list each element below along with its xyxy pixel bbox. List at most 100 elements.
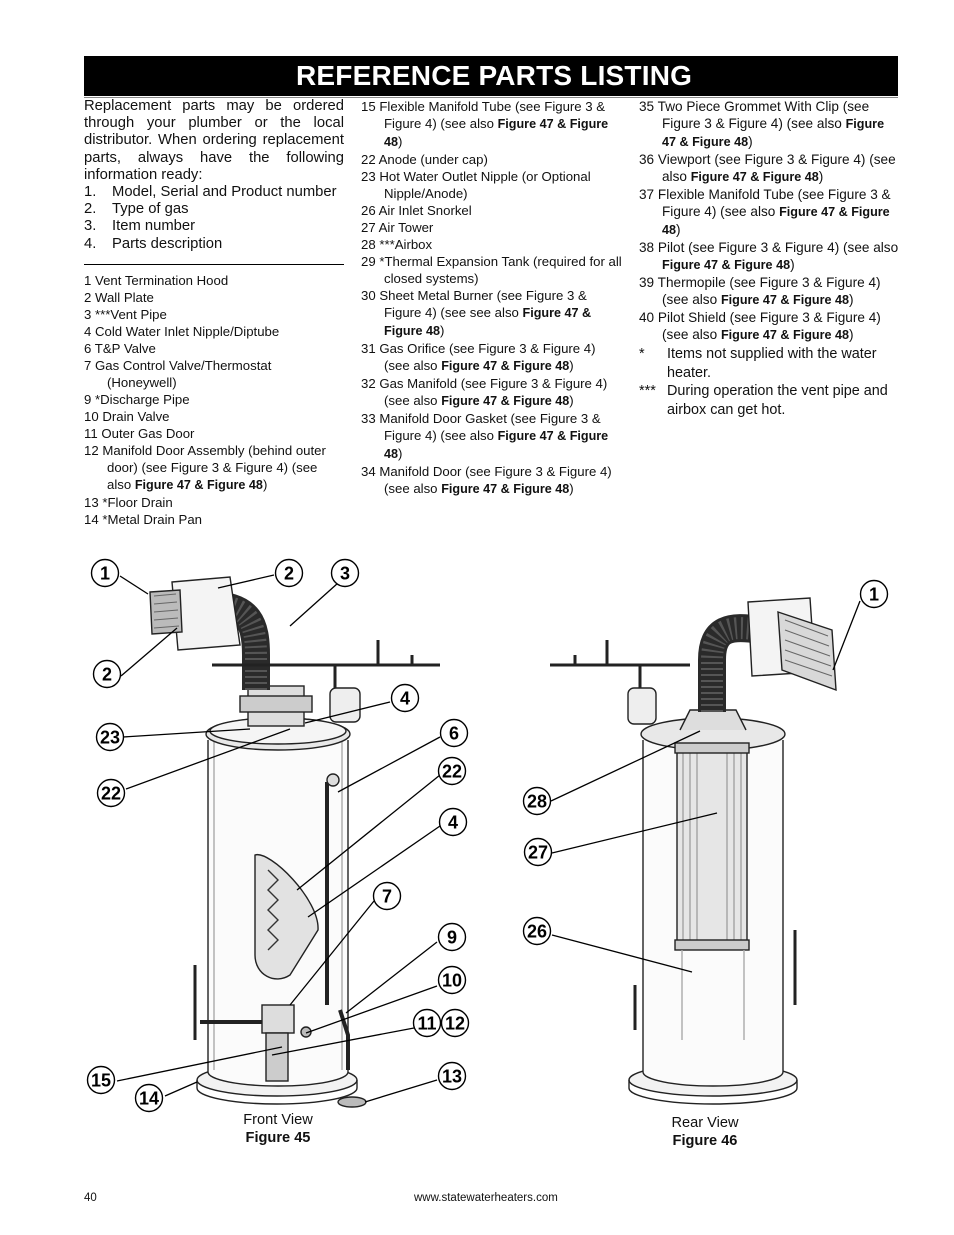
parts-list-item: 4 Cold Water Inlet Nipple/Diptube [84, 323, 280, 339]
page-title: REFERENCE PARTS LISTING [84, 56, 898, 96]
svg-text:26: 26 [527, 922, 547, 942]
svg-text:13: 13 [442, 1067, 462, 1087]
parts-list-item: 29 *Thermal Expansion Tank (required for… [361, 254, 622, 286]
callout-bubble: 14 [134, 1083, 164, 1113]
callout-bubble: 15 [86, 1065, 116, 1095]
callout-bubble: 22 [96, 778, 126, 808]
parts-list-item: 15 Flexible Manifold Tube (see Figure 3 … [361, 99, 609, 149]
figure-reference: Figure 47 & Figure 48 [384, 429, 609, 461]
callouts: 1 2 3 2 23 22 4 6 22 4 7 9 10 11 12 15 1… [86, 558, 889, 1113]
svg-text:14: 14 [139, 1089, 159, 1109]
svg-text:12: 12 [445, 1014, 465, 1034]
parts-list-item: 28 ***Airbox [361, 237, 433, 252]
parts-list-item: 36 Viewport (see Figure 3 & Figure 4) (s… [639, 152, 896, 184]
svg-text:23: 23 [100, 728, 120, 748]
svg-text:4: 4 [448, 813, 458, 833]
parts-list-item: 2 Wall Plate [84, 289, 154, 305]
callout-bubble: 27 [523, 837, 553, 867]
parts-list-item: 26 Air Inlet Snorkel [361, 203, 472, 218]
callout-bubble: 23 [95, 722, 125, 752]
figure-reference: Figure 47 & Figure 48 [720, 328, 850, 342]
figure-reference: Figure 47 & Figure 48 [441, 394, 570, 408]
parts-list-item: 35 Two Piece Grommet With Clip (see Figu… [639, 99, 885, 149]
callout-bubble: 6 [439, 718, 469, 748]
svg-text:9: 9 [447, 928, 457, 948]
view-label: Front View [243, 1112, 313, 1128]
order-info-item: 3.Item number [84, 218, 196, 235]
parts-list-item: 37 Flexible Manifold Tube (see Figure 3 … [639, 187, 891, 237]
title-rule [84, 97, 898, 98]
callout-bubble: 26 [522, 916, 552, 946]
section-divider [84, 263, 344, 265]
figure-label: Figure 46 [672, 1133, 738, 1149]
view-label: Rear View [671, 1115, 739, 1131]
parts-list-item: 30 Sheet Metal Burner (see Figure 3 & Fi… [361, 288, 592, 338]
svg-text:1: 1 [869, 585, 879, 605]
svg-text:28: 28 [527, 792, 547, 812]
parts-list-item: 40 Pilot Shield (see Figure 3 & Figure 4… [639, 310, 881, 342]
parts-list-item: 9 *Discharge Pipe [84, 391, 190, 407]
parts-list-item: 23 Hot Water Outlet Nipple (or Optional … [361, 169, 591, 201]
parts-list-item: 34 Manifold Door (see Figure 3 & Figure … [361, 464, 612, 496]
note-item: *Items not supplied with the water heate… [639, 346, 877, 381]
rear-view-illustration [550, 597, 837, 1105]
column-3: 35 Two Piece Grommet With Clip (see Figu… [639, 98, 901, 419]
figure-reference: Figure 47 & Figure 48 [134, 477, 263, 492]
order-info-item: 2.Type of gas [84, 201, 189, 218]
order-info-item: 4.Parts description [84, 235, 223, 252]
page-number: 40 [84, 1192, 97, 1204]
figure-reference: Figure 47 & Figure 48 [662, 258, 791, 272]
figure-reference: Figure 47 & Figure 48 [441, 359, 570, 373]
callout-bubble: 4 [390, 683, 420, 713]
parts-list-item: 33 Manifold Door Gasket (see Figure 3 & … [361, 411, 609, 461]
order-info-list: 1.Model, Serial and Product number 2.Typ… [84, 184, 344, 253]
svg-text:11: 11 [417, 1014, 436, 1034]
parts-list-item: 11 Outer Gas Door [84, 425, 195, 441]
callout-bubble: 2 [274, 558, 304, 588]
front-view-illustration [149, 576, 440, 1108]
parts-list-item: 3 ***Vent Pipe [84, 306, 167, 322]
parts-list-item: 13 *Floor Drain [84, 494, 173, 510]
column-2: 15 Flexible Manifold Tube (see Figure 3 … [361, 98, 623, 498]
svg-text:6: 6 [449, 724, 459, 744]
svg-text:3: 3 [340, 564, 350, 584]
figure-label: Figure 45 [245, 1130, 311, 1146]
callout-bubble: 9 [437, 922, 467, 952]
footer-url[interactable]: www.statewaterheaters.com [414, 1192, 558, 1204]
figure-reference: Figure 47 & Figure 48 [384, 117, 609, 149]
parts-list-item: 39 Thermopile (see Figure 3 & Figure 4) … [639, 275, 881, 307]
column-1: Replacement parts may be ordered through… [84, 98, 344, 528]
svg-text:4: 4 [400, 689, 410, 709]
leader-lines [116, 574, 861, 1103]
svg-text:10: 10 [442, 971, 462, 991]
figure-reference: Figure 47 & Figure 48 [662, 205, 890, 237]
svg-text:27: 27 [528, 843, 548, 863]
parts-list-item: 1 Vent Termination Hood [84, 272, 229, 288]
callout-bubble: 13 [437, 1061, 467, 1091]
svg-text:2: 2 [102, 665, 112, 685]
callout-bubble: 28 [522, 786, 552, 816]
note-item: ***During operation the vent pipe and ai… [639, 383, 888, 418]
parts-list-item: 6 T&P Valve [84, 340, 156, 356]
figure-reference: Figure 47 & Figure 48 [441, 482, 570, 496]
parts-list-item: 27 Air Tower [361, 220, 434, 235]
parts-list-item: 38 Pilot (see Figure 3 & Figure 4) (see … [639, 240, 899, 272]
figure-reference: Figure 47 & Figure 48 [662, 117, 885, 149]
callout-bubble: 3 [330, 558, 360, 588]
svg-text:22: 22 [442, 762, 462, 782]
parts-list-item: 12 Manifold Door Assembly (behind outer … [84, 442, 326, 492]
figure-reference: Figure 47 & Figure 48 [690, 170, 819, 184]
parts-list-item: 7 Gas Control Valve/Thermostat (Honeywel… [84, 357, 272, 390]
svg-text:22: 22 [101, 784, 121, 804]
parts-list-item: 10 Drain Valve [84, 408, 170, 424]
order-info-item: 1.Model, Serial and Product number [84, 184, 337, 201]
intro-paragraph: Replacement parts may be ordered through… [84, 98, 344, 183]
svg-text:15: 15 [91, 1071, 111, 1091]
callout-bubble: 10 [437, 965, 467, 995]
callout-bubble: 7 [372, 881, 402, 911]
callout-bubble: 22 [437, 756, 467, 786]
figure-45-caption: Front View Figure 45 [218, 1111, 338, 1147]
parts-list-item: 31 Gas Orifice (see Figure 3 & Figure 4)… [361, 341, 596, 373]
